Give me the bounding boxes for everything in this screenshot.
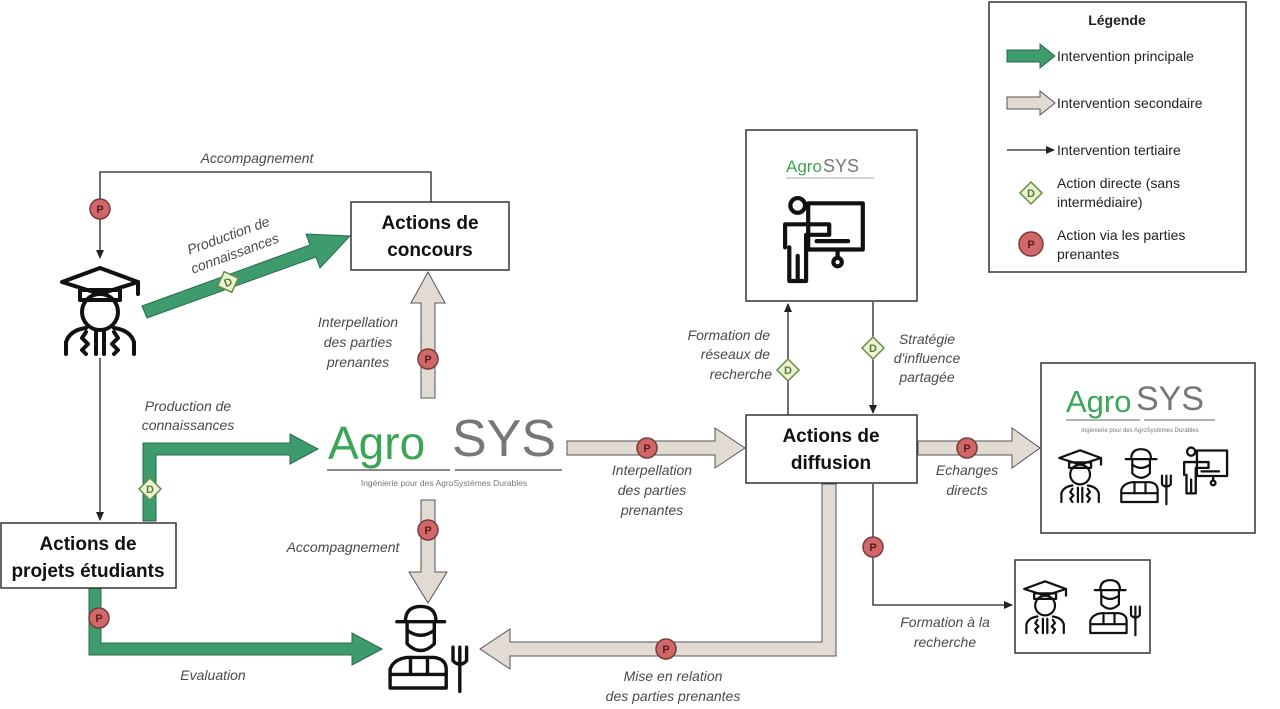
d-marker-icon: D	[776, 358, 800, 382]
legend-item-tertiary: Intervention tertiaire	[1057, 142, 1181, 158]
label-formation-recherche-1: Formation à la	[900, 614, 990, 630]
d-marker-icon: D	[138, 477, 162, 501]
trainer-icon-small	[1183, 446, 1229, 495]
evaluation-arrow	[88, 587, 384, 666]
label-accompagnement-mid: Accompagnement	[286, 539, 401, 555]
production-connaissances-mid-arrow	[142, 433, 320, 522]
scholar-icon	[1023, 580, 1068, 635]
legend: Légende Intervention principale Interven…	[988, 1, 1247, 273]
formation-recherche-connector	[872, 484, 1013, 609]
logo-agro-small: Agro	[786, 157, 822, 176]
svg-text:P: P	[95, 613, 102, 625]
label-strategie-1: Stratégie	[899, 331, 955, 347]
d-marker-icon: D	[213, 267, 243, 297]
label-echanges-2: directs	[946, 482, 987, 498]
svg-text:P: P	[96, 204, 103, 216]
label-evaluation: Evaluation	[180, 667, 246, 683]
legend-item-secondary: Intervention secondaire	[1057, 95, 1203, 111]
svg-text:D: D	[223, 276, 235, 290]
d-marker-icon: D	[861, 336, 885, 360]
research-training-box	[1014, 559, 1151, 654]
svg-text:P: P	[643, 443, 650, 455]
svg-text:P: P	[1027, 239, 1034, 251]
logo-sys-small: SYS	[823, 156, 859, 176]
legend-item-direct-line1: Action directe (sans	[1057, 175, 1180, 191]
label-production-mid-1: Production de	[145, 398, 232, 414]
box-diffusion-line1: Actions de	[782, 426, 879, 447]
trainer-icon	[783, 195, 865, 284]
scholar-icon	[1058, 449, 1103, 504]
stakeholders-box: Agro SYS Ingénierie pour des AgroSystème…	[1040, 362, 1256, 534]
legend-box	[988, 1, 1247, 273]
box-concours: Actions de concours	[350, 201, 510, 271]
legend-item-via-line1: Action via les parties	[1057, 227, 1185, 243]
label-accompagnement-top: Accompagnement	[200, 150, 315, 166]
logo-tagline-right: Ingénierie pour des AgroSystèmes Durable…	[1081, 428, 1198, 434]
trainer-box: Agro SYS	[745, 129, 918, 302]
svg-text:P: P	[424, 525, 431, 537]
p-marker-icon: P	[862, 536, 884, 558]
legend-p-circle-icon: P	[1018, 231, 1044, 257]
label-strategie-3: partagée	[898, 369, 954, 385]
legend-beige-arrow-icon	[1006, 89, 1056, 117]
svg-text:P: P	[424, 354, 431, 366]
legend-item-direct-line2: intermédiaire)	[1057, 194, 1143, 210]
farmer-icon	[1120, 448, 1172, 506]
label-interpellation-left-1: Interpellation	[318, 314, 398, 330]
label-formation-reseaux-2: réseaux de	[701, 346, 770, 362]
box-diffusion-line2: diffusion	[791, 453, 871, 474]
p-marker-icon: P	[88, 607, 110, 629]
svg-text:P: P	[869, 542, 876, 554]
label-interpellation-left-3: prenantes	[326, 354, 389, 370]
p-marker-icon: P	[655, 638, 677, 660]
logo-sys-text: SYS	[452, 410, 556, 468]
interpellation-up-arrow	[410, 270, 446, 399]
logo-sys-right: SYS	[1136, 380, 1204, 418]
p-marker-icon: P	[956, 437, 978, 459]
label-production-mid-2: connaissances	[142, 417, 235, 433]
legend-title: Légende	[1088, 12, 1146, 28]
label-interpellation-left-2: des parties	[324, 334, 392, 350]
label-interpellation-mid-1: Interpellation	[612, 462, 692, 478]
svg-text:D: D	[869, 343, 877, 355]
farmer-icon	[1089, 579, 1141, 637]
label-strategie-2: d'influence	[894, 350, 961, 366]
logo-tagline: Ingénierie pour des AgroSystèmes Durable…	[361, 478, 527, 488]
label-formation-reseaux-3: recherche	[710, 366, 772, 382]
label-echanges-1: Echanges	[936, 462, 998, 478]
p-marker-icon: P	[417, 519, 439, 541]
svg-text:D: D	[146, 484, 154, 496]
production-connaissances-top-arrow	[141, 233, 352, 319]
legend-item-via-line2: prenantes	[1057, 246, 1119, 262]
legend-green-arrow-icon	[1006, 42, 1056, 70]
box-projets-line2: projets étudiants	[11, 561, 164, 582]
svg-text:D: D	[1027, 188, 1035, 200]
box-diffusion: Actions de diffusion	[745, 414, 918, 484]
box-concours-line2: concours	[387, 240, 473, 261]
scholar-icon-large	[60, 266, 140, 356]
p-marker-icon: P	[417, 348, 439, 370]
accompagnement-down-arrow	[408, 499, 448, 604]
p-marker-icon: P	[89, 198, 111, 220]
agrosys-logo-main: Agro SYS Ingénierie pour des AgroSystème…	[327, 410, 562, 488]
label-formation-reseaux-1: Formation de	[688, 327, 771, 343]
label-mise-en-relation-1: Mise en relation	[624, 668, 723, 684]
box-concours-line1: Actions de	[381, 213, 478, 234]
legend-d-diamond-icon: D	[1019, 181, 1043, 205]
label-mise-en-relation-2: des parties prenantes	[606, 688, 741, 704]
svg-text:P: P	[662, 644, 669, 656]
legend-item-primary: Intervention principale	[1057, 48, 1194, 64]
logo-agro-right: Agro	[1066, 384, 1131, 419]
logo-agro-text: Agro	[328, 417, 425, 469]
label-interpellation-mid-3: prenantes	[620, 502, 683, 518]
box-projets: Actions de projets étudiants	[0, 522, 177, 589]
svg-text:D: D	[784, 365, 792, 377]
label-interpellation-mid-2: des parties	[618, 482, 686, 498]
box-projets-line1: Actions de	[39, 534, 136, 555]
svg-text:P: P	[963, 443, 970, 455]
farmer-icon-large	[388, 604, 469, 694]
label-formation-recherche-2: recherche	[914, 634, 976, 650]
echanges-arrow	[917, 427, 1041, 469]
p-marker-icon: P	[636, 437, 658, 459]
